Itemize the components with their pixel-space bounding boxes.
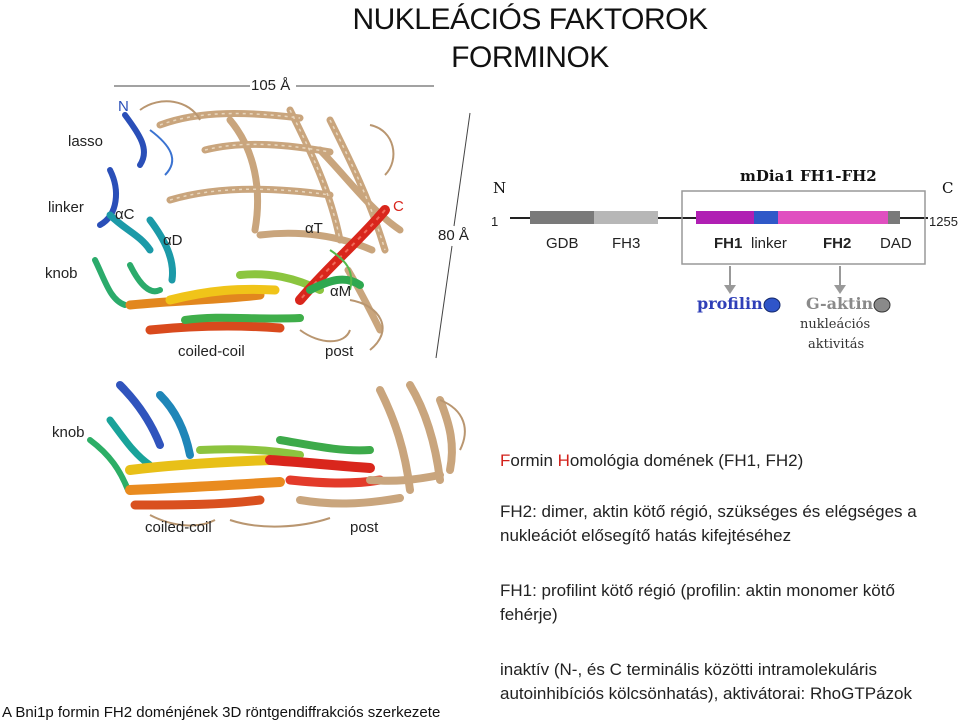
nucleation-label-line2: aktivitás <box>808 337 865 352</box>
structure-caption: A Bni1p formin FH2 doménjének 3D röntgen… <box>2 704 441 721</box>
segment-fh3-label: FH3 <box>612 235 641 252</box>
width-measure-label: 105 Å <box>251 77 291 94</box>
page-title: NUKLEÁCIÓS FAKTOROK <box>352 3 708 36</box>
highlight-h: H <box>557 451 570 470</box>
lasso-label: lasso <box>68 133 104 150</box>
domain-diagram <box>510 190 928 313</box>
top-structure <box>92 85 471 359</box>
segment-fh2-label: FH2 <box>823 235 852 252</box>
page-subtitle: FORMINOK <box>451 41 609 74</box>
knob-label: knob <box>45 265 78 282</box>
linker-label: linker <box>48 199 84 216</box>
knob-label-bottom: knob <box>52 424 85 441</box>
nucleation-label-line1: nukleációs <box>800 317 871 332</box>
n-terminus-label: N <box>118 98 129 115</box>
bottom-structure <box>87 381 466 528</box>
domain-construct-name: mDia1 FH1-FH2 <box>740 167 877 185</box>
fh1-description-line2: fehérje) <box>500 605 558 624</box>
segment-fh1-label: FH1 <box>714 235 743 252</box>
highlight-f: F <box>500 451 511 470</box>
formin-homology-heading: Formin Homológia domének (FH1, FH2) <box>500 449 803 473</box>
domain-end-number: 1255 <box>929 214 958 229</box>
alpha-c-label: αC <box>115 206 135 223</box>
alpha-t-label: αT <box>305 220 323 237</box>
coiled-coil-label-bottom: coiled-coil <box>145 519 212 536</box>
g-aktin-label: G-aktin <box>806 294 874 313</box>
fh2-description-line1: FH2: dimer, aktin kötő régió, szükséges … <box>500 502 917 521</box>
domain-n-label: N <box>493 179 507 197</box>
post-label-bottom: post <box>350 519 379 536</box>
fh1-description-line1: FH1: profilint kötő régió (profilin: akt… <box>500 581 895 600</box>
heading-part1: ormin <box>510 451 558 470</box>
coiled-coil-label: coiled-coil <box>178 343 245 360</box>
activation-description-line2: autoinhibíciós kölcsönhatás), aktivátora… <box>500 684 912 703</box>
segment-dad-label: DAD <box>880 235 912 252</box>
alpha-d-label: αD <box>163 232 183 249</box>
profilin-label: profilin <box>697 294 763 313</box>
segment-gdb-label: GDB <box>546 235 579 252</box>
activation-description-line1: inaktív (N-, és C terminális közötti int… <box>500 660 877 679</box>
fh2-description-line2: nukleációt elősegítő hatás kifejtéséhez <box>500 526 792 545</box>
post-label: post <box>325 343 354 360</box>
segment-linker-label: linker <box>751 235 787 252</box>
domain-c-label: C <box>942 179 954 197</box>
heading-part2: omológia domének (FH1, FH2) <box>569 451 804 470</box>
height-measure-label: 80 Å <box>438 227 469 244</box>
c-terminus-label: C <box>393 198 404 215</box>
alpha-m-label: αM <box>330 283 352 300</box>
domain-start-number: 1 <box>491 214 499 229</box>
